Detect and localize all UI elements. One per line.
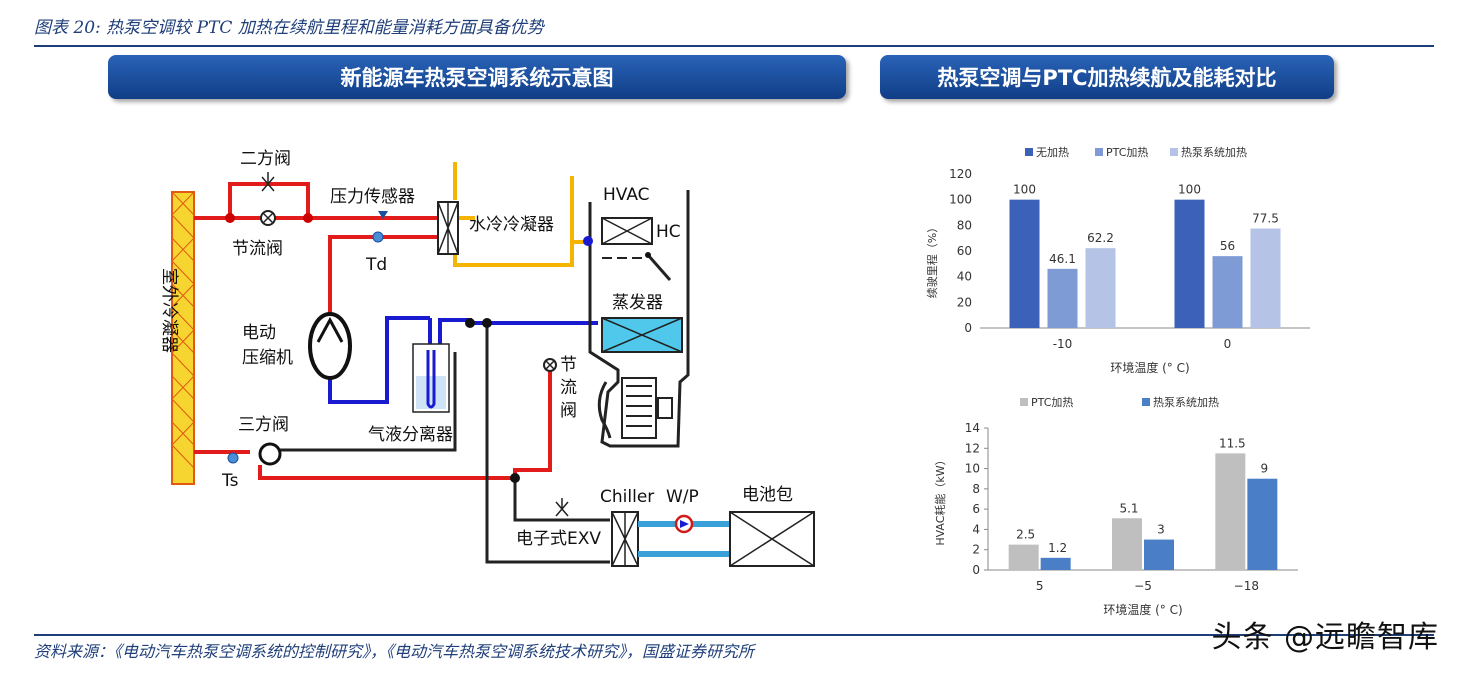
heat-pump-diagram: 二方阀 节流阀 压力传感器 水冷冷凝器 Td HVAC HC 蒸发器 电动 压缩… bbox=[159, 149, 815, 567]
c1-data-label-0-0: 100 bbox=[1013, 183, 1036, 197]
compressor-label-1: 电动 bbox=[242, 323, 276, 343]
evaporator-label: 蒸发器 bbox=[612, 293, 663, 313]
energy-chart: PTC加热 热泵系统加热 0 2 4 6 8 10 12 14 5 −5 −18 2.5 1.2 5.1 3… bbox=[933, 396, 1298, 617]
c1-x-tick-1: 0 bbox=[1224, 337, 1232, 351]
water-condenser-label: 水冷冷凝器 bbox=[469, 215, 554, 235]
c2-x-tick-1: −5 bbox=[1134, 579, 1152, 593]
range-chart: 无加热 PTC加热 热泵系统加热 0 20 40 60 80 100 120 -10 0 100 46… bbox=[925, 146, 1310, 375]
throttle-right-label-1: 节 bbox=[560, 355, 577, 375]
c2-legend-label-0: PTC加热 bbox=[1031, 396, 1073, 409]
hvac-label: HVAC bbox=[603, 185, 650, 205]
c2-y-tick-2: 4 bbox=[972, 522, 980, 536]
c1-y-tick-1: 20 bbox=[957, 295, 972, 309]
outdoor-condenser bbox=[171, 191, 195, 485]
c2-x-tick-0: 5 bbox=[1036, 579, 1044, 593]
c2-y-tick-7: 14 bbox=[965, 421, 980, 435]
c2-bar-1-1 bbox=[1144, 539, 1174, 570]
c2-y-tick-0: 0 bbox=[972, 563, 980, 577]
c2-data-label-0-1: 5.1 bbox=[1119, 501, 1138, 515]
c2-bar-0-1 bbox=[1112, 518, 1142, 570]
c2-legend-label-1: 热泵系统加热 bbox=[1153, 396, 1219, 409]
c1-legend-label-0: 无加热 bbox=[1036, 146, 1069, 159]
compressor-label-2: 压缩机 bbox=[242, 348, 293, 368]
ts-label: Ts bbox=[221, 471, 239, 491]
c2-y-tick-6: 12 bbox=[965, 441, 980, 455]
c2-y-tick-4: 8 bbox=[972, 482, 980, 496]
c2-data-label-1-2: 9 bbox=[1261, 462, 1269, 476]
c1-y-tick-5: 100 bbox=[949, 193, 972, 207]
c1-data-label-0-1: 100 bbox=[1178, 183, 1201, 197]
c1-bar-0-0 bbox=[1009, 199, 1040, 328]
c2-legend-swatch-0 bbox=[1020, 398, 1028, 406]
c2-bar-1-2 bbox=[1247, 478, 1278, 570]
c1-data-label-2-0: 62.2 bbox=[1087, 231, 1114, 245]
throttle-right-label-2: 流 bbox=[560, 378, 577, 398]
pressure-sensor-label: 压力传感器 bbox=[330, 187, 415, 207]
c1-legend-swatch-2 bbox=[1170, 148, 1178, 156]
c2-data-label-1-1: 3 bbox=[1157, 523, 1165, 537]
c1-bar-1-0 bbox=[1047, 268, 1078, 328]
chart2-x-axis-label: 环境温度 (° C) bbox=[1103, 602, 1182, 617]
three-way-valve-label: 三方阀 bbox=[238, 415, 289, 435]
wp-label: W/P bbox=[666, 487, 699, 507]
throttle-right-label-3: 阀 bbox=[560, 401, 577, 421]
c1-y-tick-3: 60 bbox=[957, 244, 972, 258]
c1-legend-label-1: PTC加热 bbox=[1106, 146, 1148, 159]
page-title: 图表 20: 热泵空调较 PTC 加热在续航里程和能量消耗方面具备优势 bbox=[34, 18, 544, 38]
c1-y-tick-4: 80 bbox=[957, 218, 972, 232]
c2-bar-0-2 bbox=[1215, 453, 1246, 570]
c1-bar-1-1 bbox=[1212, 256, 1243, 328]
td-label: Td bbox=[365, 255, 387, 275]
separator-label: 气液分离器 bbox=[368, 425, 453, 445]
c2-y-tick-1: 2 bbox=[972, 543, 980, 557]
c1-data-label-2-1: 77.5 bbox=[1252, 212, 1279, 226]
c2-data-label-1-0: 1.2 bbox=[1048, 541, 1067, 555]
c1-data-label-1-0: 46.1 bbox=[1049, 252, 1076, 266]
c1-bar-0-1 bbox=[1174, 199, 1205, 328]
c2-y-tick-3: 6 bbox=[972, 502, 980, 516]
bottom-divider bbox=[34, 634, 1434, 636]
c1-y-tick-6: 120 bbox=[949, 167, 972, 181]
c1-y-tick-0: 0 bbox=[964, 321, 972, 335]
c2-data-label-0-2: 11.5 bbox=[1219, 436, 1246, 450]
source-note: 资料来源：《电动汽车热泵空调系统的控制研究》，《电动汽车热泵空调系统技术研究》，… bbox=[34, 642, 755, 661]
hc-label: HC bbox=[656, 222, 681, 242]
two-way-valve-label: 二方阀 bbox=[240, 149, 291, 169]
c2-data-label-0-0: 2.5 bbox=[1016, 528, 1035, 542]
chart2-legend: PTC加热 热泵系统加热 bbox=[1020, 396, 1219, 409]
chart1-y-axis-label: 续驶里程（%） bbox=[925, 222, 939, 298]
c1-bar-2-1 bbox=[1250, 228, 1281, 328]
diagram-banner: 新能源车热泵空调系统示意图 bbox=[108, 55, 846, 99]
chiller-label: Chiller bbox=[600, 487, 654, 507]
top-divider bbox=[34, 45, 1434, 47]
c1-y-tick-2: 40 bbox=[957, 270, 972, 284]
chart-banner: 热泵空调与PTC加热续航及能耗对比 bbox=[880, 55, 1334, 99]
c1-data-label-1-1: 56 bbox=[1220, 239, 1235, 253]
chart1-x-axis-label: 环境温度 (° C) bbox=[1110, 360, 1189, 375]
chart2-y-axis-label: HVAC耗能（kW） bbox=[933, 454, 947, 545]
c2-y-tick-5: 10 bbox=[965, 462, 980, 476]
exv-label: 电子式EXV bbox=[516, 529, 601, 549]
compressor bbox=[308, 312, 352, 380]
c1-legend-swatch-0 bbox=[1025, 148, 1033, 156]
c2-bar-1-0 bbox=[1040, 557, 1071, 570]
battery-label: 电池包 bbox=[742, 485, 793, 505]
throttle-valve-label: 节流阀 bbox=[232, 239, 283, 259]
c1-bar-2-0 bbox=[1085, 248, 1116, 328]
c2-legend-swatch-1 bbox=[1142, 398, 1150, 406]
blower bbox=[621, 377, 657, 439]
c1-legend-label-2: 热泵系统加热 bbox=[1181, 146, 1247, 159]
outdoor-condenser-label: 室外冷凝器 bbox=[159, 268, 179, 353]
c2-x-tick-2: −18 bbox=[1234, 579, 1259, 593]
chart1-legend: 无加热 PTC加热 热泵系统加热 bbox=[1025, 146, 1247, 159]
watermark: 头条 @远瞻智库 bbox=[1211, 620, 1439, 655]
c2-bar-0-0 bbox=[1008, 544, 1039, 570]
c1-legend-swatch-1 bbox=[1095, 148, 1103, 156]
c1-x-tick-0: -10 bbox=[1053, 337, 1073, 351]
